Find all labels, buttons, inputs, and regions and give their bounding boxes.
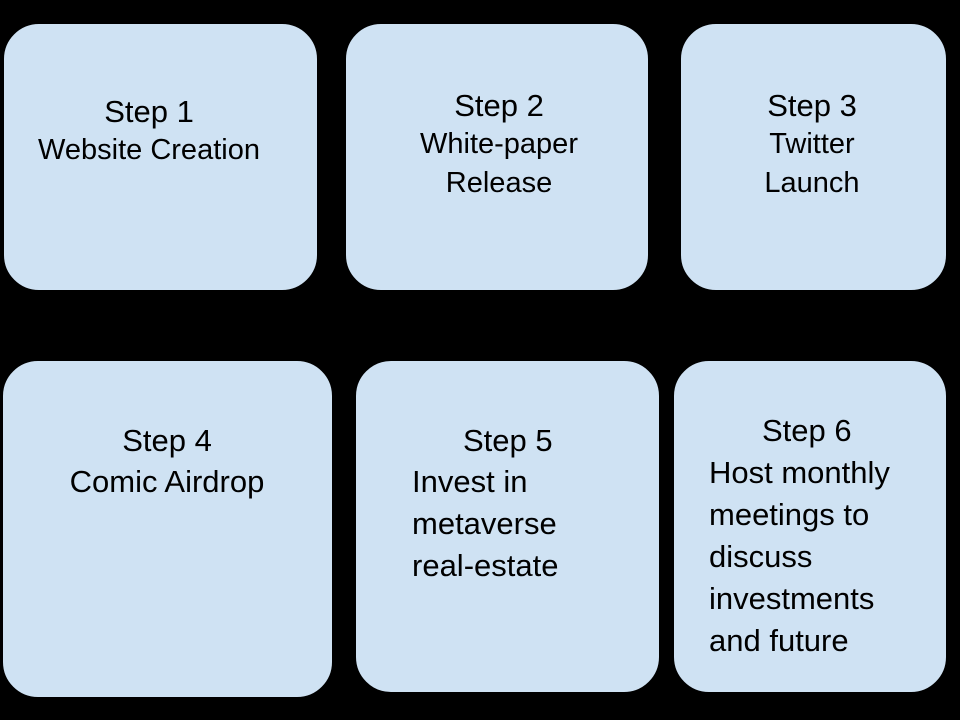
step-6-text-line: investments bbox=[709, 581, 875, 616]
step-1-number: Step 1 bbox=[104, 94, 194, 129]
step-3-text-line: Twitter bbox=[769, 128, 855, 160]
step-2-box: Step 2 White-paper Release bbox=[345, 23, 649, 291]
step-2-text-line: White-paper bbox=[420, 128, 578, 160]
step-5-number: Step 5 bbox=[463, 423, 553, 458]
step-5-text-line: Invest in bbox=[412, 464, 528, 499]
step-6-number: Step 6 bbox=[762, 413, 852, 448]
step-6-text-line: discuss bbox=[709, 539, 813, 574]
step-4-number: Step 4 bbox=[122, 423, 212, 458]
step-6-text-line: meetings to bbox=[709, 497, 870, 532]
step-3-text-line: Launch bbox=[764, 167, 860, 199]
step-5-text-line: metaverse bbox=[412, 506, 557, 541]
step-4-text: Comic Airdrop bbox=[69, 464, 265, 499]
step-3-number: Step 3 bbox=[767, 88, 857, 123]
step-1-text: Website Creation bbox=[38, 134, 260, 166]
step-5-text-line: real-estate bbox=[412, 548, 559, 583]
step-6-box: Step 6 Host monthly meetings to discuss … bbox=[673, 360, 947, 693]
step-2-number: Step 2 bbox=[454, 88, 544, 123]
step-2-text-line: Release bbox=[445, 167, 553, 199]
step-5-box: Step 5 Invest in metaverse real-estate bbox=[355, 360, 660, 693]
step-4-box: Step 4 Comic Airdrop bbox=[2, 360, 333, 698]
step-6-text-line: Host monthly bbox=[709, 455, 890, 490]
step-6-text-line: and future bbox=[709, 623, 849, 658]
step-3-box: Step 3 Twitter Launch bbox=[680, 23, 947, 291]
step-1-box: Step 1 Website Creation bbox=[3, 23, 318, 291]
